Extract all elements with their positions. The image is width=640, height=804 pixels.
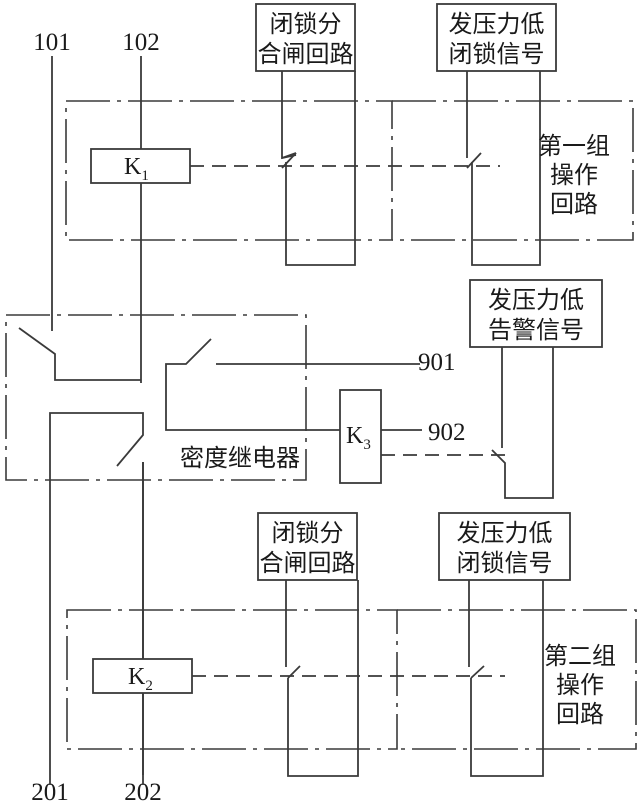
group1-boundary-right: [392, 100, 634, 241]
group1-boundary-left: [65, 100, 393, 241]
group1-lock-close-contact: [281, 152, 297, 159]
relay-k3: [339, 389, 382, 484]
relay-k1: [90, 148, 191, 184]
group2-label-line1: 第二组: [544, 643, 616, 670]
group2-lock-close-wire: [285, 580, 359, 777]
group2-low-pressure-wire: [468, 580, 544, 777]
group1-low-pressure-lock-line2: 闭锁信号: [449, 41, 545, 68]
group1-label-line2: 操作: [550, 162, 598, 189]
group2-low-pressure-lock-line1: 发压力低: [457, 520, 553, 547]
group1-lock-close-line2: 合闸回路: [258, 41, 354, 68]
group2-low-pressure-contact: [470, 665, 485, 679]
alarm-contact-wire: [491, 347, 554, 499]
group2-lock-close-line1: 闭锁分: [272, 520, 344, 547]
group1-low-pressure-lock-line1: 发压力低: [449, 11, 545, 38]
alarm-signal-box: [469, 279, 603, 348]
terminal-102-label: 102: [122, 29, 160, 56]
group1-low-pressure-contact: [466, 152, 482, 169]
terminal-101-label: 101: [33, 29, 71, 56]
group2-lock-close-line2: 合闸回路: [260, 550, 356, 577]
group2-boundary-left: [66, 609, 398, 750]
density-relay-label: 密度继电器: [180, 445, 300, 472]
density-contact-3: [165, 338, 340, 431]
relay-k2-label: K2: [128, 664, 153, 694]
group2-label-line3: 回路: [556, 701, 604, 728]
group1-label-line3: 回路: [550, 191, 598, 218]
group1-low-pressure-wire: [466, 71, 541, 266]
group1-low-pressure-lock-box: [436, 3, 557, 72]
relay-k1-label: K1: [124, 154, 149, 184]
density-contact-2: [49, 412, 144, 785]
group1-lock-close-wire: [281, 71, 356, 266]
terminal-901-label: 901: [418, 349, 456, 376]
group1-lock-close-box: [255, 3, 356, 72]
group2-low-pressure-lock-box: [438, 512, 571, 581]
alarm-signal-line2: 告警信号: [488, 317, 584, 344]
group1-label-line1: 第一组: [538, 133, 610, 160]
density-contact-1: [18, 327, 141, 381]
group1-lock-close-line1: 闭锁分: [270, 11, 342, 38]
terminal-902-label: 902: [428, 419, 466, 446]
alarm-signal-line1: 发压力低: [488, 287, 584, 314]
group2-low-pressure-lock-line2: 闭锁信号: [457, 550, 553, 577]
group2-boundary-right: [397, 609, 637, 750]
group2-label-line2: 操作: [556, 672, 604, 699]
density-relay-boundary: [5, 314, 307, 481]
group2-lock-close-box: [257, 512, 358, 581]
relay-k3-label: K3: [346, 423, 371, 453]
